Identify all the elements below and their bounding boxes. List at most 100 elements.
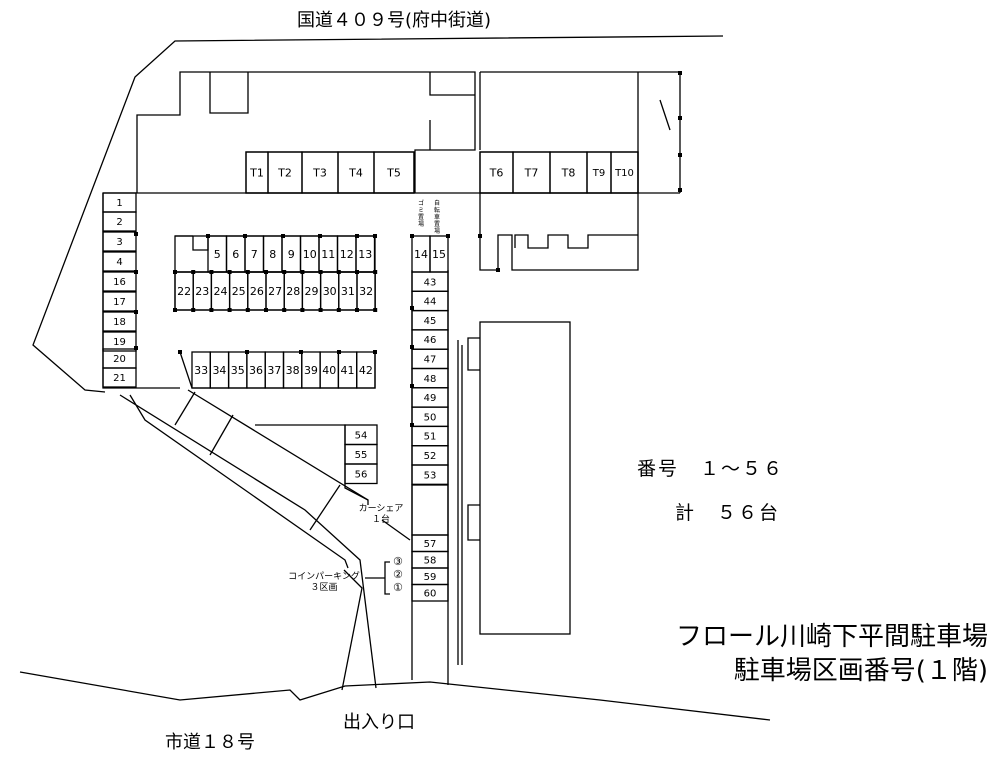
bollard-marker (373, 234, 377, 238)
stall-number: 16 (113, 277, 126, 288)
stall-number: 27 (268, 285, 282, 298)
bollard-marker (282, 308, 287, 312)
parking-stall-2: 2 (102, 211, 137, 232)
stall-number: T9 (592, 168, 605, 179)
bollard-marker (410, 384, 414, 388)
parking-stall-54: 54 (344, 424, 378, 446)
stall-number: T3 (312, 166, 327, 179)
stall-outline (344, 463, 378, 485)
island-notch (192, 236, 209, 251)
parking-stall-30: 30 (319, 271, 340, 311)
north-building-left (136, 71, 476, 193)
parking-stall-19: 19 (102, 331, 137, 352)
stall-number: 37 (267, 364, 281, 377)
bollard-marker (227, 308, 232, 312)
parking-stall-41: 41 (337, 351, 358, 389)
parking-stall-33: 33 (191, 351, 211, 389)
stall-number: 48 (424, 374, 437, 385)
stall-number: 1 (116, 198, 122, 209)
parking-stall-t3: T3 (301, 151, 339, 194)
parking-stall-34: 34 (209, 351, 230, 389)
parking-stall-t9: T9 (586, 151, 612, 194)
parking-stall-14: 14 (411, 235, 431, 273)
parking-stall-9: 9 (281, 235, 302, 273)
stall-number: T5 (386, 166, 401, 179)
parking-stall-35: 35 (227, 351, 248, 389)
parking-stall-53: 53 (411, 464, 449, 485)
stall-number: 42 (359, 364, 373, 377)
bollard-marker (355, 270, 359, 274)
parking-stall-49: 49 (411, 387, 449, 408)
stall-number: 39 (304, 364, 318, 377)
stall-number: 40 (322, 364, 336, 377)
stall-outline (102, 271, 137, 292)
parking-stall-46: 46 (411, 329, 449, 350)
bollard-marker (678, 153, 682, 157)
parking-stall-59: 59 (411, 567, 449, 586)
stall-number: 50 (424, 412, 437, 423)
parking-stall-3: 3 (102, 231, 137, 252)
stall-number: 38 (286, 364, 300, 377)
southwest-road-label: 市道１８号 (165, 732, 255, 753)
stall-outline (610, 151, 639, 194)
bollard-marker (678, 188, 682, 192)
stall-number: 43 (424, 277, 437, 288)
bollard-marker (243, 234, 247, 238)
stall-outline (411, 583, 449, 602)
bollard-marker (373, 270, 378, 274)
garbage-area-label: ゴミ置場 (418, 200, 425, 228)
parking-stall-23: 23 (192, 271, 213, 311)
parking-stall-60: 60 (411, 583, 449, 602)
bollard-marker (496, 268, 500, 272)
stall-number: 13 (358, 248, 372, 261)
car-share-box (411, 484, 449, 536)
bollard-marker (410, 234, 414, 238)
parking-stall-10: 10 (299, 235, 320, 273)
parking-stall-36: 36 (246, 351, 266, 389)
parking-stall-52: 52 (411, 445, 449, 466)
parking-stall-20: 20 (102, 348, 137, 369)
parking-stall-42: 42 (356, 351, 376, 389)
parking-stall-16: 16 (102, 271, 137, 292)
stall-outline (102, 291, 137, 312)
stall-number: 45 (424, 316, 437, 327)
stall-number: 9 (288, 248, 295, 261)
parking-stall-8: 8 (262, 235, 283, 273)
stall-number: 4 (116, 257, 122, 268)
parking-stall-38: 38 (282, 351, 303, 389)
parking-stall-28: 28 (283, 271, 304, 311)
parking-stall-55: 55 (344, 443, 378, 465)
parking-stall-7: 7 (244, 235, 265, 273)
bollard-marker (206, 234, 210, 238)
parking-stall-58: 58 (411, 550, 449, 569)
stall-outline (356, 351, 376, 389)
bollard-marker (134, 232, 138, 236)
site-boundary (32, 35, 724, 393)
parking-stall-22: 22 (174, 271, 194, 311)
north-east-steps (514, 234, 638, 249)
parking-stall-13: 13 (355, 235, 376, 273)
bollard-marker (299, 350, 303, 354)
car-share-count: １台 (371, 515, 390, 525)
parking-stall-44: 44 (411, 290, 449, 312)
parking-stall-6: 6 (225, 235, 246, 273)
stall-number: 54 (355, 430, 368, 441)
car-share-label: カーシェア (358, 504, 404, 514)
stall-number: 56 (355, 469, 368, 480)
bollard-marker (300, 270, 305, 274)
bollard-marker (245, 350, 249, 354)
parking-stall-43: 43 (411, 271, 449, 292)
parking-stall-57: 57 (411, 534, 449, 553)
parking-stall-29: 29 (301, 271, 322, 311)
bollard-marker (282, 270, 287, 274)
parking-stall-11: 11 (318, 235, 339, 273)
parking-stall-40: 40 (319, 351, 340, 389)
stall-number: 60 (424, 588, 437, 599)
parking-stall-t4: T4 (337, 151, 375, 194)
bollard-marker (337, 350, 341, 354)
north-building-right (480, 71, 681, 193)
bollard-marker (355, 308, 359, 312)
stall-number: 14 (414, 248, 428, 261)
parking-stall-45: 45 (411, 309, 449, 331)
coin-parking-marks: ③ ② ① (393, 555, 403, 594)
